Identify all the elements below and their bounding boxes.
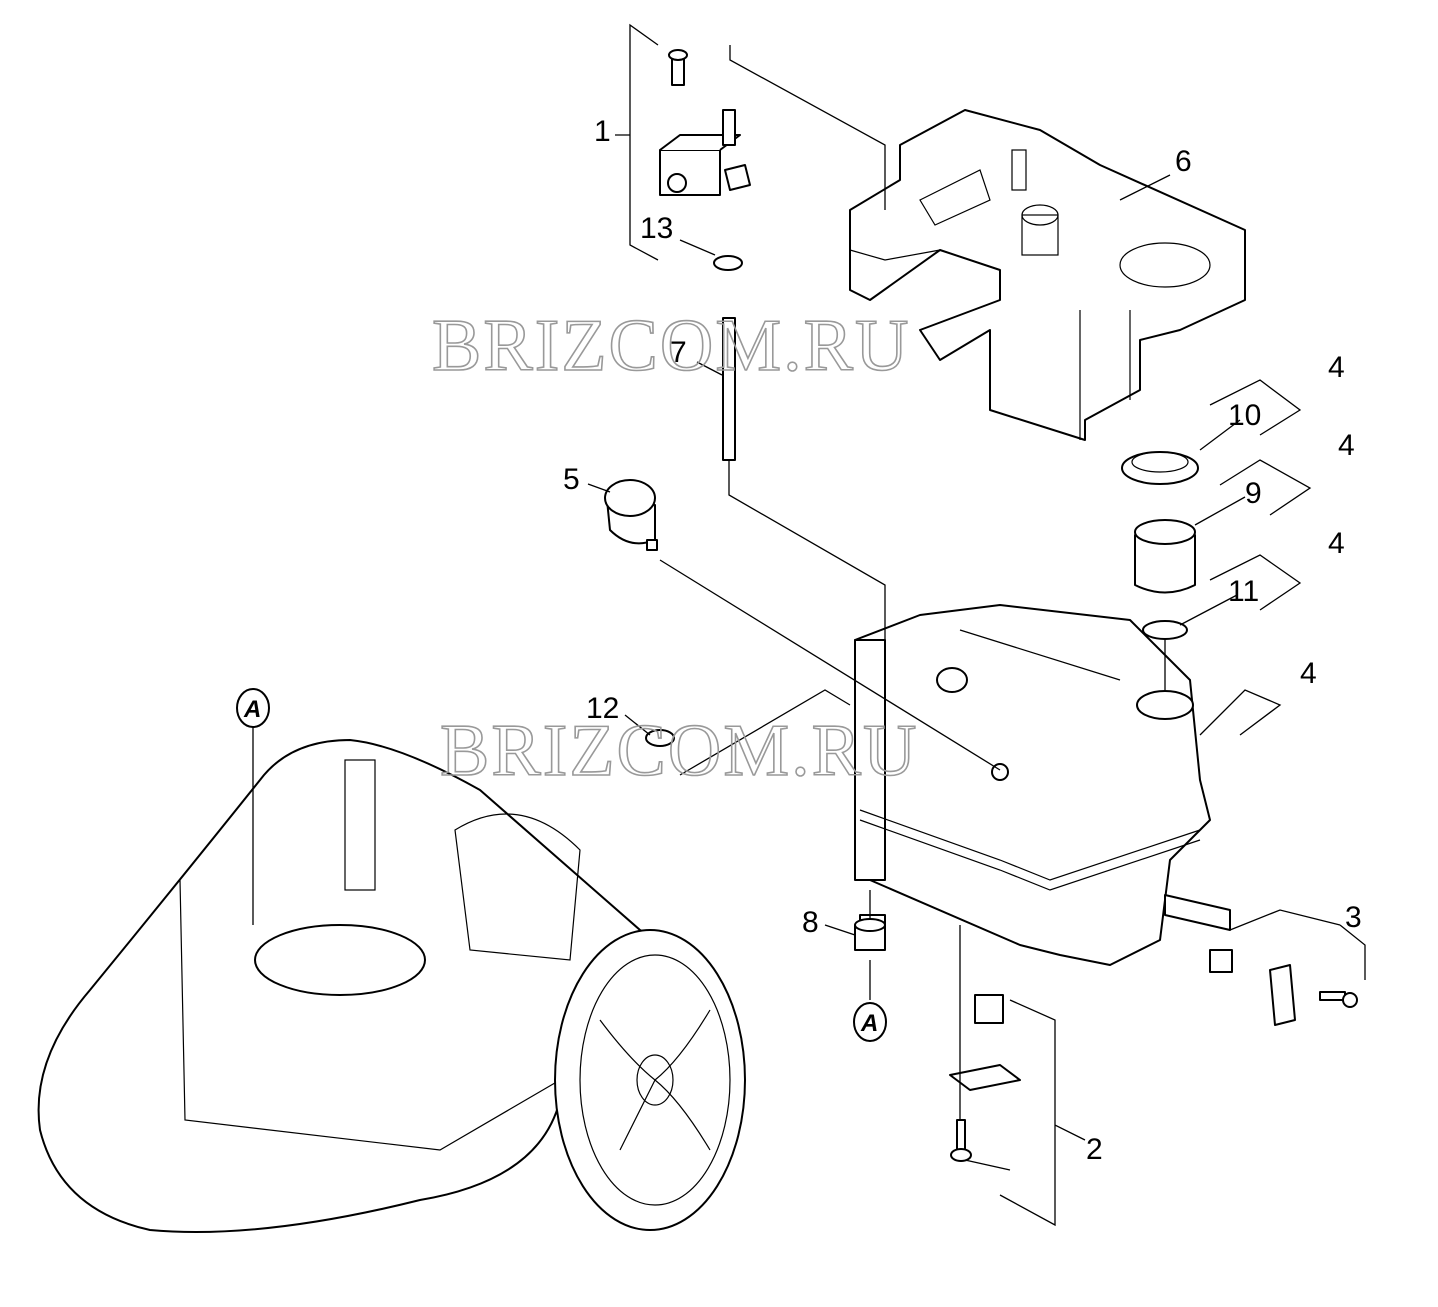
part-1-valve — [659, 49, 751, 196]
watermark: BRIZCOM.RU — [432, 305, 910, 387]
leader-lines — [252, 23, 1366, 1227]
boiler-housing — [854, 604, 1211, 966]
part-9-connector — [1134, 519, 1196, 594]
callout-12: 12 — [586, 692, 619, 725]
callout-1: 1 — [594, 115, 611, 148]
callout-7: 7 — [670, 336, 687, 369]
callout-4: 4 — [1328, 351, 1345, 384]
callout-4: 4 — [1338, 429, 1355, 462]
reference-marker-a: A — [236, 688, 270, 728]
svg-text:A: A — [243, 696, 261, 723]
callout-4: 4 — [1300, 657, 1317, 690]
part-12-clip — [645, 729, 675, 747]
callout-5: 5 — [563, 463, 580, 496]
part-13-washer — [713, 255, 743, 271]
callout-4: 4 — [1328, 527, 1345, 560]
part-5-fitting — [604, 479, 658, 551]
callout-13: 13 — [640, 212, 673, 245]
vacuum-base-body — [37, 739, 746, 1233]
callout-labels: 1 13 7 5 6 4 4 4 4 10 9 11 12 8 3 2 — [563, 115, 1362, 1166]
callout-11: 11 — [1228, 575, 1259, 608]
part-3-bracket — [1164, 894, 1358, 1026]
part-2-switch-parts — [949, 994, 1021, 1162]
callout-9: 9 — [1245, 477, 1262, 510]
callout-8: 8 — [802, 906, 819, 939]
part-11-o-ring — [1142, 620, 1188, 640]
callout-10: 10 — [1228, 399, 1261, 432]
watermark: BRIZCOM.RU — [440, 710, 918, 792]
callout-6: 6 — [1175, 145, 1192, 178]
reference-marker-a: A — [853, 1002, 887, 1042]
callout-2: 2 — [1086, 1133, 1103, 1166]
part-10-nut — [1121, 451, 1199, 485]
callout-3: 3 — [1345, 901, 1362, 934]
part-6-cover — [849, 109, 1246, 441]
part-8-spacer — [854, 918, 886, 951]
svg-text:A: A — [860, 1010, 878, 1037]
